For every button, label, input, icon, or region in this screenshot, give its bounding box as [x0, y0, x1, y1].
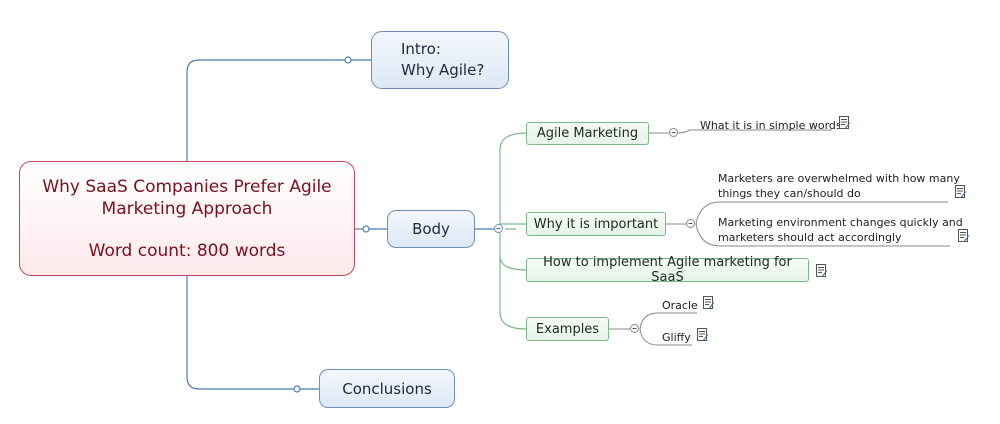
note-icon[interactable]: [697, 328, 708, 341]
environment-line2: marketers should act accordingly: [718, 231, 902, 244]
why-important-collapse-icon[interactable]: [686, 219, 695, 228]
agile-marketing-collapse-icon[interactable]: [669, 128, 678, 137]
conclusions-label: Conclusions: [342, 379, 432, 398]
central-topic[interactable]: Why SaaS Companies Prefer Agile Marketin…: [19, 161, 355, 276]
leaf-oracle[interactable]: Oracle: [662, 298, 698, 313]
central-title-line1: Why SaaS Companies Prefer Agile: [42, 176, 332, 197]
agile-marketing-label: Agile Marketing: [536, 126, 639, 141]
intro-label-line1: Intro:: [401, 40, 441, 58]
examples-label: Examples: [535, 321, 600, 337]
how-to-implement-label: How to implement Agile marketing for Saa…: [543, 255, 792, 285]
note-icon[interactable]: [839, 116, 850, 129]
central-word-count: Word count: 800 words: [88, 240, 286, 261]
note-icon[interactable]: [816, 264, 827, 277]
overwhelmed-line1: Marketers are overwhelmed with how many: [718, 172, 960, 185]
intro-topic[interactable]: Intro: Why Agile?: [371, 31, 509, 89]
subtopic-examples[interactable]: Examples: [526, 317, 609, 341]
note-icon[interactable]: [955, 185, 966, 198]
central-title-line2: Marketing Approach: [101, 198, 273, 219]
simple-words-label: What it is in simple words: [700, 119, 842, 132]
environment-line1: Marketing environment changes quickly an…: [718, 216, 963, 229]
note-icon[interactable]: [703, 296, 714, 309]
leaf-simple-words[interactable]: What it is in simple words: [700, 118, 842, 133]
body-label: Body: [412, 220, 450, 238]
leaf-gliffy[interactable]: Gliffy: [662, 330, 691, 345]
overwhelmed-line2: things they can/should do: [718, 187, 861, 200]
subtopic-how-to-implement[interactable]: How to implement Agile marketing for Saa…: [526, 255, 809, 285]
subtopic-why-important[interactable]: Why it is important: [526, 212, 666, 236]
note-icon[interactable]: [958, 229, 969, 242]
leaf-overwhelmed[interactable]: Marketers are overwhelmed with how many …: [718, 171, 960, 201]
body-collapse-icon[interactable]: [494, 224, 503, 233]
conclusions-topic[interactable]: Conclusions: [319, 369, 455, 408]
examples-collapse-icon[interactable]: [630, 324, 639, 333]
intro-label-line2: Why Agile?: [401, 61, 485, 79]
oracle-label: Oracle: [662, 299, 698, 312]
leaf-environment[interactable]: Marketing environment changes quickly an…: [718, 215, 963, 245]
subtopic-agile-marketing[interactable]: Agile Marketing: [526, 122, 649, 145]
gliffy-label: Gliffy: [662, 331, 691, 344]
body-topic[interactable]: Body: [387, 210, 475, 248]
why-important-label: Why it is important: [533, 216, 659, 232]
